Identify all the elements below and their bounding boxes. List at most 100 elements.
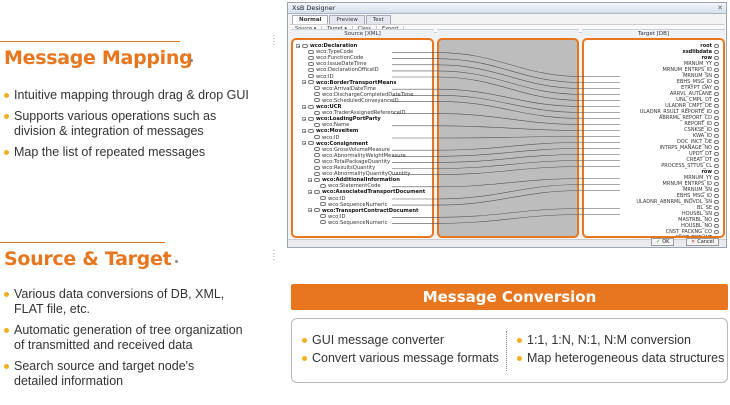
mapping-canvas[interactable] [437, 38, 579, 238]
target-node[interactable]: MRNUM_ENTRPS_ID [663, 67, 719, 74]
toolbar-class-button[interactable]: Class [353, 25, 378, 32]
column-node-icon [714, 193, 719, 198]
target-node[interactable]: KWA_ID [693, 133, 719, 140]
window-close-icon[interactable]: ✕ [717, 4, 723, 12]
expand-icon[interactable]: − [302, 80, 307, 86]
target-node-label: REPORT_ID [684, 121, 712, 127]
target-node[interactable]: ABRRML_REPORT_CD [659, 115, 719, 122]
source-node[interactable]: wco:ID [302, 74, 334, 81]
expand-icon[interactable]: − [308, 208, 313, 214]
source-node[interactable]: −wco:AdditionalInformation [308, 177, 400, 184]
target-node[interactable]: UNL_CMPL_DT [676, 97, 719, 104]
source-node[interactable]: wco:SequenceNumeric [314, 220, 387, 227]
source-node[interactable]: wco:FunctionCode [302, 55, 363, 62]
element-node-icon [314, 177, 320, 182]
leaf-spacer [302, 50, 306, 54]
source-node[interactable]: −wco:BorderTransportMeans [302, 80, 396, 87]
source-node[interactable]: wco:SequenceNumeric [314, 202, 387, 209]
source-node[interactable]: wco:TotalPackageQuantity [308, 159, 390, 166]
target-node[interactable]: MRNUM_SN [683, 73, 719, 80]
element-node-icon [314, 159, 320, 164]
target-node[interactable]: CNST_PACKNG_CO [666, 229, 719, 236]
tab-preview[interactable]: Preview [329, 15, 365, 24]
target-node[interactable]: UPDT_DT [689, 151, 719, 158]
target-node[interactable]: row [701, 55, 719, 62]
source-node[interactable]: wco:AbnormalityWeightMeasure [308, 153, 406, 160]
expand-icon[interactable]: − [308, 189, 313, 195]
toolbar-target-menu[interactable]: Target ▾ [322, 25, 353, 32]
target-node[interactable]: EBHS_MSG_ID [677, 193, 719, 200]
target-node[interactable]: CREAT_DT [686, 157, 719, 164]
source-node[interactable]: −wco:Moveitem [302, 128, 358, 135]
source-node[interactable]: wco:ScheduledConveyanceID [308, 98, 399, 105]
tab-test[interactable]: Test [365, 15, 391, 24]
source-node-label: wco:StatementCode [328, 183, 381, 190]
target-node[interactable]: HOUSBL_NO [681, 223, 719, 230]
source-node[interactable]: wco:DeclarationOfficeID [302, 67, 379, 74]
target-node[interactable]: CSNKSE_ID [684, 127, 719, 134]
source-node[interactable]: −wco:TransportContractDocument [308, 208, 419, 215]
toolbar-export-button[interactable]: Export [377, 25, 405, 32]
element-node-icon [308, 128, 314, 133]
leaf-spacer [308, 153, 312, 157]
target-node[interactable]: xsdlibdata [682, 49, 719, 56]
target-node[interactable]: CNST_TOT_WT [675, 235, 719, 236]
target-node[interactable]: MRNUM_ENTRPS_ID [663, 181, 719, 188]
source-target-bullet-list: Various data conversions of DB, XML,FLAT… [4, 287, 243, 389]
source-node[interactable]: wco:ResultsQuantity [308, 165, 375, 172]
source-node[interactable]: wco:ID [308, 135, 340, 142]
source-node[interactable]: wco:GrossVolumeMeasure [308, 147, 390, 154]
source-node[interactable]: wco:DischargeCompletedDateTime [308, 92, 413, 99]
expand-icon[interactable]: − [302, 104, 307, 110]
target-node[interactable]: MRNUM_YY [684, 175, 719, 182]
target-node[interactable]: REPORT_ID [684, 121, 719, 128]
source-target-bullet: Search source and target node's [4, 359, 243, 374]
target-node[interactable]: BL_SE [697, 205, 719, 212]
target-node[interactable]: ULADNR_CMPT_DE [665, 103, 719, 110]
target-node[interactable]: ULADNR_ABNRML_INDVDL_SN [636, 199, 719, 206]
source-node[interactable]: wco:Name [308, 122, 349, 129]
leaf-spacer [314, 202, 318, 206]
source-node[interactable]: wco:ID [314, 196, 346, 203]
target-node[interactable]: EBHS_MSG_ID [677, 79, 719, 86]
target-node[interactable]: ARRVL_AUTLANE [670, 91, 719, 98]
target-node[interactable]: row [701, 169, 719, 176]
target-node[interactable]: MRNUM_YY [684, 61, 719, 68]
expand-icon[interactable]: − [302, 116, 307, 122]
source-node[interactable]: wco:ID [314, 214, 346, 221]
target-node-label: EBHS_MSG_ID [676, 79, 712, 85]
target-node-label: ULADNR_CMPT_DE [665, 103, 712, 109]
source-node[interactable]: wco:StatementCode [314, 183, 381, 190]
source-node[interactable]: −wco:Declaration [296, 43, 357, 50]
target-node[interactable]: INTRPS_MANAGE_NO [660, 145, 719, 152]
source-node[interactable]: −wco:Consignment [302, 141, 368, 148]
target-node[interactable]: MRNUM_SN [683, 187, 719, 194]
target-node[interactable]: root [700, 43, 719, 50]
cancel-button[interactable]: ✕Cancel [686, 238, 720, 246]
source-node[interactable]: wco:IssueDateTime [302, 61, 367, 68]
source-node[interactable]: wco:AbnormalityQuantityQuantity [308, 171, 410, 178]
source-node[interactable]: wco:ArrivalDateTime [308, 86, 376, 93]
target-node-label: root [700, 43, 712, 49]
tab-normal[interactable]: Normal [292, 15, 329, 24]
source-node[interactable]: −wco:AssociatedTransportDocument [308, 189, 425, 196]
target-node[interactable]: HOUSBL_SN [682, 211, 719, 218]
target-node[interactable]: MASTRBL_NO [678, 217, 719, 224]
toolbar-source-menu[interactable]: Source ▾ [290, 25, 323, 32]
source-node[interactable]: −wco:LoadingPortParty [302, 116, 381, 123]
target-node[interactable]: PROCESS_STTUS_CL [661, 163, 719, 170]
expand-icon[interactable]: − [308, 177, 313, 183]
source-node[interactable]: −wco:UCR [302, 104, 342, 111]
target-node[interactable]: DOC_INCT_DE [677, 139, 719, 146]
target-node[interactable]: ETRYPT_DAY [681, 85, 719, 92]
expand-icon[interactable]: − [296, 43, 301, 49]
expand-icon[interactable]: − [302, 141, 307, 147]
source-node[interactable]: wco:TypeCode [302, 49, 353, 56]
expand-icon[interactable]: − [302, 128, 307, 134]
source-node[interactable]: wco:TraderAssignedReferenceID [308, 110, 405, 117]
target-node[interactable]: ULADNR_RSULT_REPORTE_ID [640, 109, 719, 116]
ok-button[interactable]: ✓OK [651, 238, 675, 246]
